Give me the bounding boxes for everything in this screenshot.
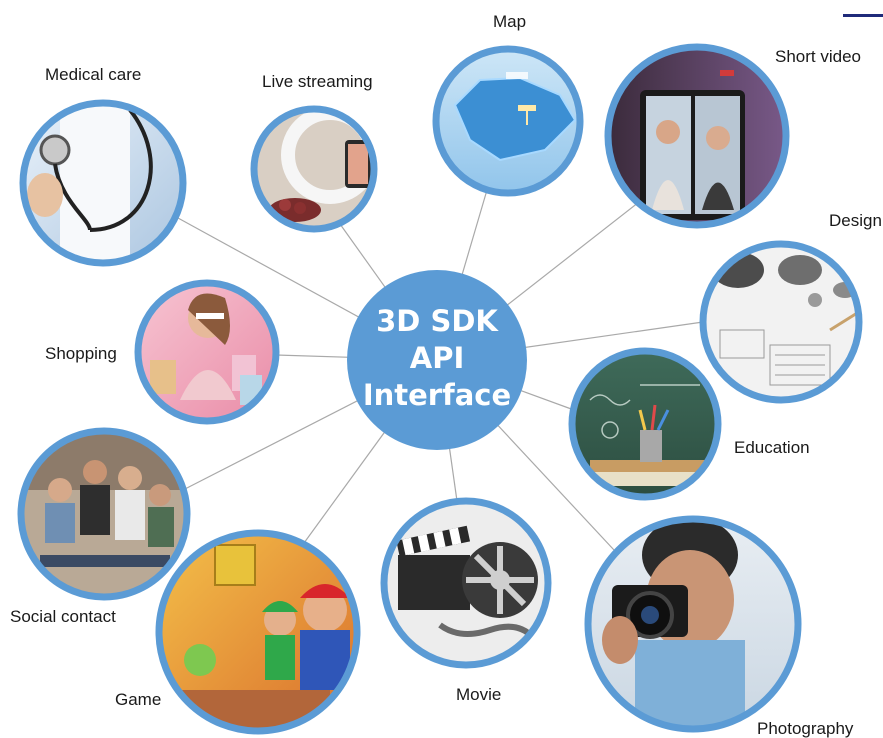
phone-video-icon <box>608 47 786 225</box>
hub-line-3: Interface <box>363 378 511 412</box>
node-shopping <box>134 279 280 425</box>
label-game: Game <box>115 690 161 709</box>
label-education: Education <box>734 438 810 457</box>
label-medical-care: Medical care <box>45 65 141 84</box>
label-photography: Photography <box>757 719 854 738</box>
hub-line-2: API <box>410 341 465 375</box>
node-game <box>155 529 361 735</box>
label-movie: Movie <box>456 685 501 704</box>
node-live-streaming <box>250 105 378 233</box>
label-social-contact: Social contact <box>10 607 116 626</box>
label-design: Design <box>829 211 882 230</box>
hub-line-1: 3D SDK <box>376 304 499 338</box>
friends-phones-icon <box>21 431 187 597</box>
stethoscope-icon <box>23 103 183 263</box>
label-short-video: Short video <box>775 47 861 66</box>
node-design <box>699 240 863 404</box>
chalkboard-icon <box>572 351 718 497</box>
hub: 3D SDK API Interface <box>347 270 527 450</box>
game-characters-icon <box>159 533 357 731</box>
label-map: Map <box>493 12 526 31</box>
label-shopping: Shopping <box>45 344 117 363</box>
node-social-contact <box>17 427 191 601</box>
node-photography <box>584 515 802 733</box>
node-medical-care <box>19 99 187 267</box>
node-short-video <box>604 43 790 229</box>
labels: Medical care Live streaming Map Short vi… <box>10 12 882 738</box>
hub-circle <box>347 270 527 450</box>
node-education <box>568 347 722 501</box>
clapperboard-reel-icon <box>384 501 548 665</box>
shopping-bags-icon <box>138 283 276 421</box>
node-movie <box>380 497 552 669</box>
node-map <box>432 45 584 197</box>
camera-icon <box>588 519 798 729</box>
accent-bar <box>843 14 883 17</box>
3d-map-icon <box>436 49 580 193</box>
label-live-streaming: Live streaming <box>262 72 373 91</box>
